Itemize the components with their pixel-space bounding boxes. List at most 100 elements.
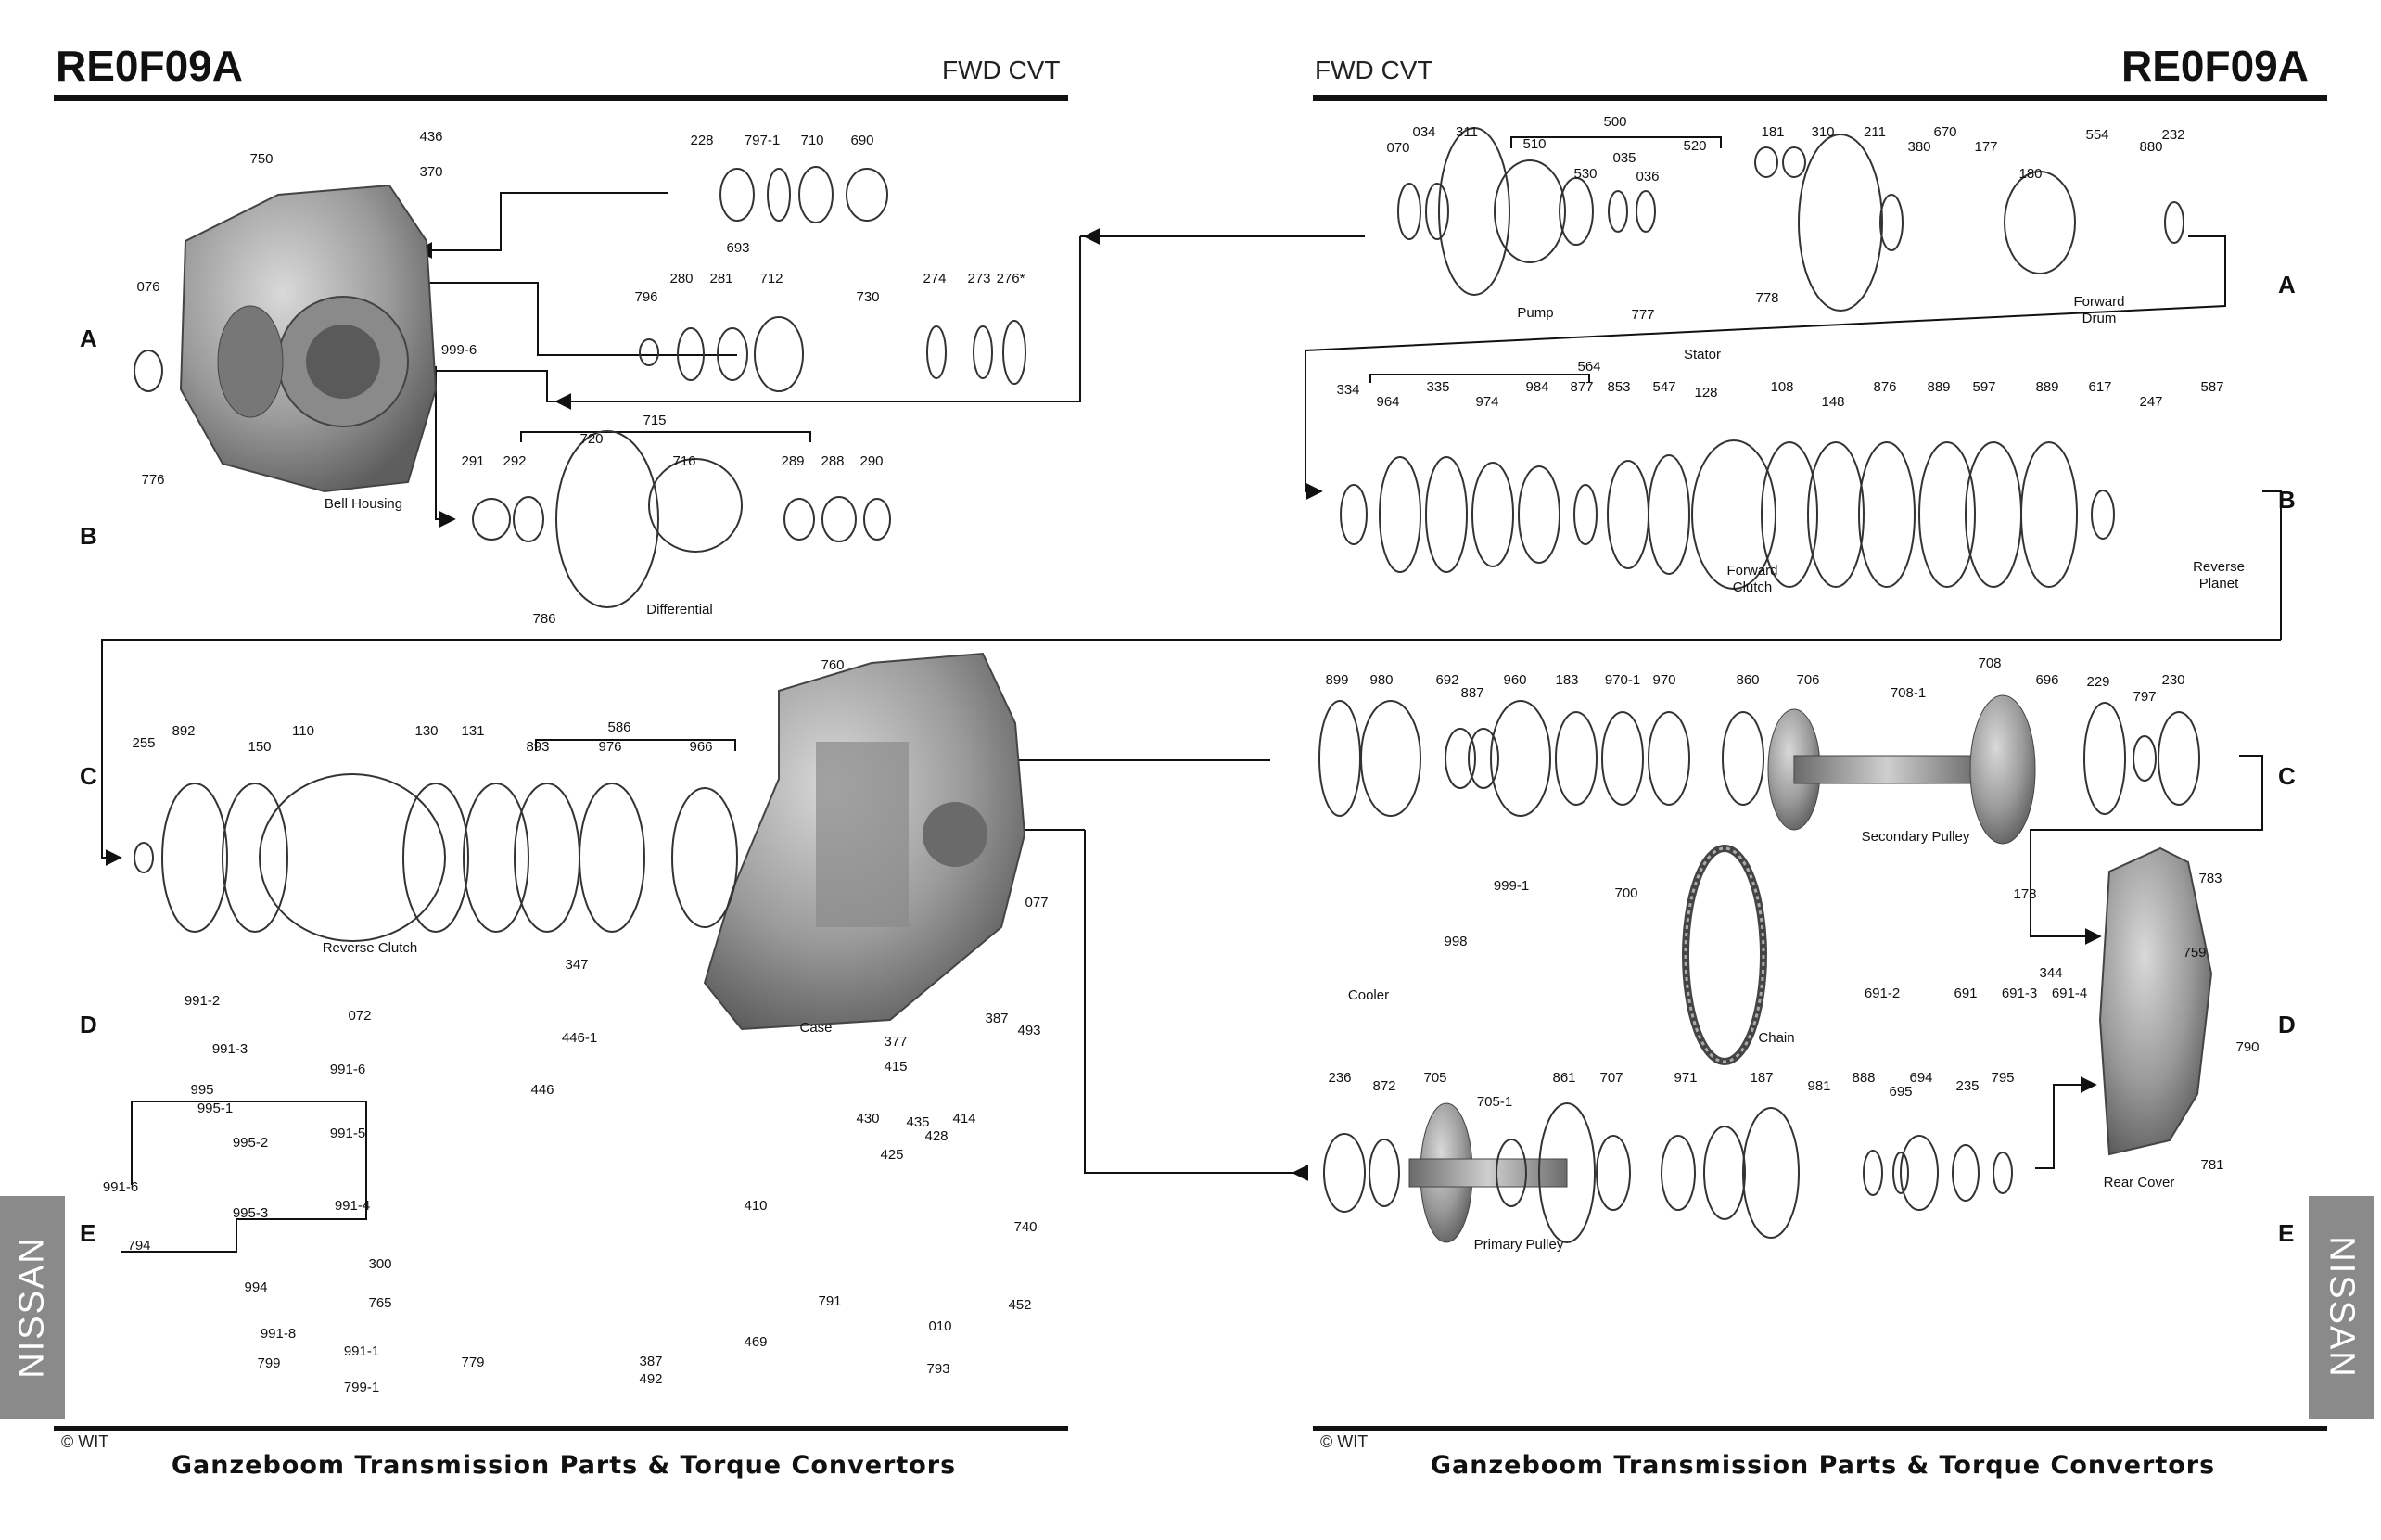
part-number-left: 292	[503, 453, 526, 469]
part-number-right: 970	[1652, 672, 1675, 688]
ring-part	[134, 350, 163, 392]
part-number-left: 410	[744, 1198, 767, 1214]
part-number-right: 696	[2035, 672, 2058, 688]
part-number-right: 778	[1755, 290, 1778, 306]
ring-part	[821, 496, 857, 542]
part-number-left: 892	[172, 723, 195, 739]
part-number-right: 860	[1736, 672, 1759, 688]
part-number-left: 716	[672, 453, 695, 469]
part-number-left: 428	[924, 1128, 948, 1144]
left-page-subtitle: FWD CVT	[942, 56, 1061, 84]
part-number-left: 076	[136, 279, 159, 295]
ring-part	[1807, 441, 1865, 588]
part-number-right: 554	[2085, 127, 2108, 143]
ring-part	[1754, 146, 1778, 178]
ring-part	[2004, 171, 2076, 274]
ring-parts	[134, 127, 2200, 1243]
ring-part	[798, 166, 834, 223]
ring-part	[1323, 1133, 1366, 1213]
part-number-right: 899	[1325, 672, 1348, 688]
ring-part	[2091, 490, 2115, 540]
part-number-left: 131	[461, 723, 484, 739]
ring-part	[1798, 134, 1883, 312]
part-number-right: 889	[1927, 379, 1950, 395]
part-number-left: 715	[643, 413, 666, 428]
part-number-left: 991-4	[335, 1198, 370, 1214]
part-number-left: 281	[709, 271, 732, 286]
ring-part	[222, 783, 288, 933]
right-footer-rule	[1313, 1426, 2327, 1431]
part-number-right: 877	[1570, 379, 1593, 395]
part-number-left: 760	[821, 657, 844, 673]
right-nissan-tab: NISSAN	[2309, 1196, 2374, 1419]
ring-part	[1468, 728, 1499, 789]
part-number-left: 150	[248, 739, 271, 755]
part-number-left: 370	[419, 164, 442, 180]
ring-part	[579, 783, 645, 933]
part-number-right: 783	[2198, 871, 2222, 886]
part-number-left: 288	[821, 453, 844, 469]
part-number-left: 492	[639, 1371, 662, 1387]
left-row-b: B	[80, 522, 97, 550]
ring-part	[973, 325, 993, 379]
part-number-right: 564	[1577, 359, 1600, 375]
ring-part	[1318, 700, 1361, 817]
ring-part	[1608, 190, 1628, 233]
assembly-label-primary-pulley: Primary Pulley	[1474, 1237, 1564, 1253]
part-number-right: 128	[1694, 385, 1717, 401]
part-number-right: 034	[1412, 124, 1435, 140]
part-number-left: 291	[461, 453, 484, 469]
ring-part	[1863, 1150, 1883, 1196]
part-number-right: 707	[1599, 1070, 1623, 1086]
part-number-left: 799	[257, 1355, 280, 1371]
part-number-right: 178	[2013, 886, 2036, 902]
part-number-right: 960	[1503, 672, 1526, 688]
ring-part	[1425, 456, 1468, 573]
part-number-right: 872	[1372, 1078, 1395, 1094]
part-number-right: 797	[2133, 689, 2156, 705]
part-number-right: 530	[1573, 166, 1597, 182]
ring-part	[767, 168, 791, 222]
secondary-pulley	[1767, 694, 2036, 845]
part-number-left: 994	[244, 1279, 267, 1295]
part-number-right: 790	[2235, 1039, 2259, 1055]
right-footer-brand: Ganzeboom Transmission Parts & Torque Co…	[1430, 1451, 2216, 1480]
part-number-left: 377	[884, 1034, 907, 1050]
ring-part	[2158, 711, 2200, 806]
part-number-left: 347	[565, 957, 588, 973]
part-number-left: 255	[132, 735, 155, 751]
part-number-right: 520	[1683, 138, 1706, 154]
part-number-right: 181	[1761, 124, 1784, 140]
part-number-left: 776	[141, 472, 164, 488]
ring-part	[1661, 1135, 1696, 1211]
part-number-right: 108	[1770, 379, 1793, 395]
part-number-left: 740	[1013, 1219, 1037, 1235]
ring-part	[1742, 1107, 1800, 1239]
part-number-left: 779	[461, 1355, 484, 1370]
left-header-rule	[54, 95, 1068, 101]
part-number-right: 705-1	[1477, 1094, 1512, 1110]
part-number-left: 290	[859, 453, 883, 469]
flow-lines-right	[1083, 228, 2282, 1181]
part-number-left: 995-2	[233, 1135, 268, 1151]
part-number-left: 690	[850, 133, 873, 148]
ring-part	[1892, 1152, 1909, 1194]
ring-part	[1703, 1126, 1746, 1220]
assembly-label-chain: Chain	[1758, 1030, 1794, 1046]
part-number-right: 853	[1607, 379, 1630, 395]
part-number-left: 273	[967, 271, 990, 286]
part-number-right: 335	[1426, 379, 1449, 395]
part-number-left: 797-1	[745, 133, 780, 148]
assembly-label-pump: Pump	[1517, 305, 1553, 321]
ring-part	[1445, 728, 1476, 789]
part-number-right: 700	[1614, 885, 1637, 901]
part-number-right: 984	[1525, 379, 1548, 395]
ring-part	[863, 498, 891, 541]
ring-part	[1496, 1139, 1527, 1207]
part-number-right: 344	[2039, 965, 2062, 981]
part-number-right: 880	[2139, 139, 2162, 155]
part-number-right: 229	[2086, 674, 2109, 690]
part-number-left: 791	[818, 1293, 841, 1309]
part-number-right: 694	[1909, 1070, 1932, 1086]
